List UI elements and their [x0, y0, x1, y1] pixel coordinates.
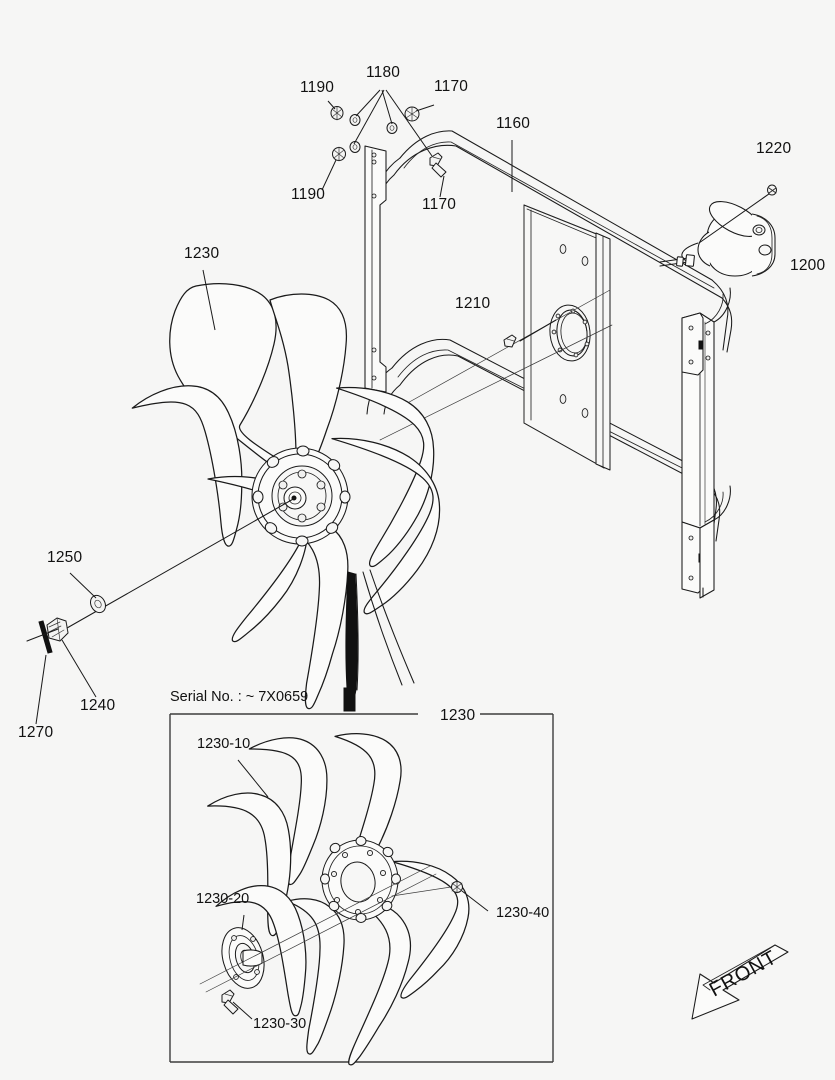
- top-fastener-cluster: [321, 89, 447, 198]
- bolt-1230-30: [221, 989, 239, 1015]
- callout-1220: 1220: [756, 140, 791, 157]
- callout-1170-upper: 1170: [434, 78, 468, 95]
- nut-1170-upper: [404, 106, 420, 122]
- callout-1250: 1250: [47, 549, 82, 566]
- leader-1230-main: [202, 269, 216, 331]
- inset-box-label: 1230: [440, 707, 475, 724]
- fan-hub: [251, 445, 351, 547]
- callout-1230-10: 1230-10: [197, 736, 250, 752]
- cotter-pin-1270: [26, 620, 59, 654]
- inset-fan-hub: [320, 836, 401, 923]
- front-direction-arrow: [691, 944, 789, 1020]
- nut-1230-40: [391, 880, 489, 912]
- callout-1230: 1230: [184, 245, 219, 262]
- motor-bolt-1220: [698, 184, 777, 244]
- fan-motor-assembly: [659, 184, 777, 277]
- leader-1230-10: [237, 759, 269, 798]
- leader-1230-30: [232, 1001, 253, 1020]
- callout-1230-30: 1230-30: [253, 1016, 306, 1032]
- bolt-1170-lower: [429, 152, 447, 178]
- nut-1190-lower: [332, 146, 346, 162]
- right-mount-rail: [681, 312, 715, 599]
- callout-1270: 1270: [18, 724, 53, 741]
- callout-1160: 1160: [496, 115, 530, 132]
- callout-1230-40: 1230-40: [496, 905, 549, 921]
- callout-1190-lower: 1190: [291, 186, 325, 203]
- callout-1170-lower: 1170: [422, 196, 456, 213]
- fan-hub-flange-1230-20: [199, 865, 437, 993]
- leader-1230-20: [241, 914, 245, 931]
- callout-1180: 1180: [366, 64, 400, 81]
- inset-detail-box: [169, 687, 554, 1063]
- washer-1180-b: [386, 122, 398, 134]
- inset-fan-assembly: [199, 733, 489, 1066]
- shroud-frame-assembly: [364, 130, 733, 599]
- serial-note: Serial No. : ~ 7X0659: [170, 689, 308, 705]
- shaft-hardware-group: [26, 497, 296, 725]
- fan-assembly-1230: [131, 283, 441, 710]
- callout-1200: 1200: [790, 257, 825, 274]
- shroud-flange-ring: [549, 304, 591, 362]
- callout-1210: 1210: [455, 295, 490, 312]
- nut-1190-upper: [330, 106, 344, 121]
- washer-1180-a: [349, 114, 361, 126]
- callout-1230-20: 1230-20: [196, 891, 249, 907]
- inset-labels: Serial No. : ~ 7X0659 1230 1230-10 1230-…: [170, 689, 549, 1032]
- left-mount-strap: [364, 145, 387, 393]
- callout-1190-upper: 1190: [300, 79, 334, 96]
- shroud-bolt-1210: [503, 319, 557, 348]
- callout-labels: 1190 1180 1170 1160 1220 1190 1170 1200 …: [18, 64, 825, 741]
- callout-1240: 1240: [80, 697, 115, 714]
